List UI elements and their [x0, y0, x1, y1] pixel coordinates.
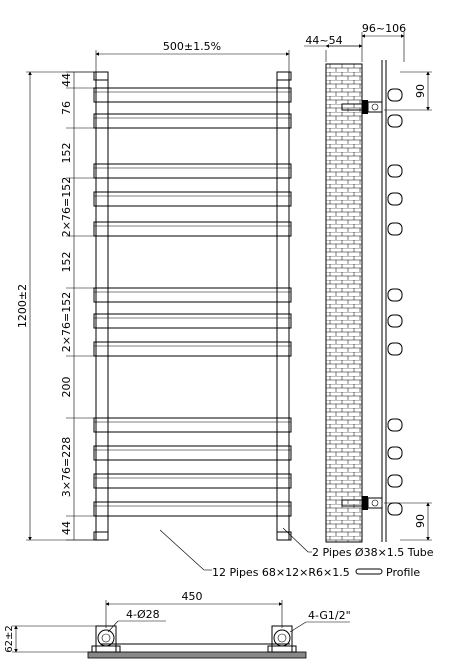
right-vertical-tube: [276, 71, 290, 541]
top-bracket-label: 90: [414, 84, 427, 98]
side-bar-profile-7: [387, 314, 403, 328]
horizontal-bar-2: [93, 113, 292, 129]
side-bar-profile-11: [387, 474, 403, 488]
gap-label-3: 152: [60, 143, 73, 164]
side-bar-profile-9: [387, 418, 403, 432]
gap-label-8: 3×76=228: [60, 437, 73, 497]
gap-label-4: 2×76=152: [60, 177, 73, 237]
brick-wall: [325, 63, 363, 543]
side-bar-profile-12: [387, 502, 403, 516]
thread-label: 4-G1/2": [308, 609, 351, 622]
top-cap-right: [276, 71, 292, 81]
bottom-bracket-label: 90: [414, 514, 427, 528]
top-wall-bracket: [341, 100, 383, 114]
horizontal-bar-11: [93, 473, 292, 489]
horizontal-bar-9: [93, 417, 292, 433]
front-view: 500±1.5% 1200±2 44 76 152 2×76=152 152 2×76=1…: [16, 40, 312, 571]
gap-label-6: 2×76=152: [60, 292, 73, 352]
profile-symbol: [355, 568, 383, 575]
side-view: 96~106 44~54 90 90: [304, 22, 432, 543]
pipes-leader: [282, 527, 309, 553]
wall-gap-label: 44~54: [305, 34, 342, 47]
profile-suffix: Profile: [386, 566, 420, 579]
horizontal-bar-5: [93, 221, 292, 237]
horizontal-bar-1: [93, 87, 292, 103]
centers-label: 450: [182, 590, 203, 603]
gap-label-9: 44: [60, 521, 73, 535]
width-dimension: 500±1.5%: [95, 40, 290, 72]
bottom-cap-left: [93, 531, 109, 541]
base-plate: [87, 651, 307, 659]
side-bar-profile-5: [387, 222, 403, 236]
side-bar-profile-4: [387, 192, 403, 206]
side-bar-profile-2: [387, 114, 403, 128]
bottom-height-label: 62±2: [4, 625, 15, 652]
side-bar-profile-1: [387, 88, 403, 102]
horizontal-bar-12: [93, 501, 292, 517]
gap-label-2: 76: [60, 101, 73, 115]
horizontal-bar-8: [93, 341, 292, 357]
side-bar-profile-8: [387, 342, 403, 356]
pipes-callout: 2 Pipes Ø38×1.5 Tube: [312, 546, 434, 559]
side-bar-profile-3: [387, 164, 403, 178]
bottom-view: 450 4-Ø28 4-G1/2" 62±2: [4, 590, 351, 659]
gap-label-1: 44: [60, 73, 73, 87]
gap-label-5: 152: [60, 252, 73, 273]
depth-label: 96~106: [362, 22, 406, 35]
side-bar-profile-6: [387, 288, 403, 302]
holes-label: 4-Ø28: [126, 608, 160, 621]
top-cap-left: [93, 71, 109, 81]
gap-dimension-chain: 44 76 152 2×76=152 152 2×76=152 200 3×76=228 44: [60, 71, 96, 541]
left-vertical-tube: [95, 71, 109, 541]
side-bar-profile-10: [387, 446, 403, 460]
bottom-wall-bracket: [341, 496, 383, 510]
horizontal-bar-10: [93, 445, 292, 461]
left-valve: [91, 625, 121, 653]
horizontal-bar-4: [93, 191, 292, 207]
right-valve: [267, 625, 297, 653]
horizontal-bar-6: [93, 287, 292, 303]
profile-callout: 12 Pipes 68×12×R6×1.5: [212, 566, 350, 579]
horizontal-bars: [93, 71, 292, 541]
horizontal-bar-7: [93, 313, 292, 329]
profile-leader: [159, 529, 205, 571]
horizontal-bar-3: [93, 163, 292, 179]
side-bar-profiles: [387, 88, 403, 516]
height-label: 1200±2: [16, 284, 29, 328]
width-label: 500±1.5%: [163, 40, 221, 53]
gap-label-7: 200: [60, 377, 73, 398]
height-dimension: 1200±2: [16, 71, 96, 541]
